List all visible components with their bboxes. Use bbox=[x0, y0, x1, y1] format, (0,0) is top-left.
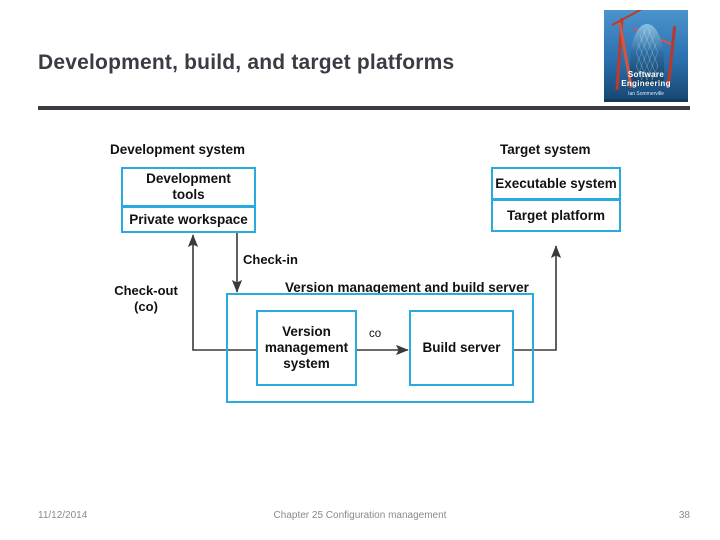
edge-label-check-in: Check-in bbox=[243, 252, 298, 267]
node-build-server[interactable]: Build server bbox=[409, 310, 514, 386]
node-development-tools[interactable]: Development tools bbox=[121, 167, 256, 207]
footer-chapter: Chapter 25 Configuration management bbox=[273, 510, 447, 521]
node-executable-system[interactable]: Executable system bbox=[491, 167, 621, 200]
title-divider bbox=[38, 106, 690, 110]
group-label-target-system: Target system bbox=[500, 142, 591, 157]
slide-footer: 11/12/2014 Chapter 25 Configuration mana… bbox=[0, 510, 720, 526]
node-private-workspace[interactable]: Private workspace bbox=[121, 206, 256, 233]
node-version-management-system-label: Version management system bbox=[264, 324, 349, 371]
edge-label-check-out: Check-out (co) bbox=[114, 283, 178, 314]
diagram-canvas: Development system Target system Version… bbox=[0, 120, 720, 420]
logo-title: Software Engineering bbox=[621, 70, 671, 88]
footer-page-number: 38 bbox=[678, 510, 690, 521]
footer-date: 11/12/2014 bbox=[38, 510, 88, 521]
edge-build-to-target bbox=[514, 245, 562, 351]
group-label-version-management-and-build-server: Version management and build server bbox=[285, 280, 529, 295]
node-build-server-label: Build server bbox=[422, 340, 501, 355]
group-label-development-system: Development system bbox=[110, 142, 246, 157]
building-icon bbox=[630, 24, 664, 86]
node-target-platform[interactable]: Target platform bbox=[491, 199, 621, 232]
node-development-tools-label: Development tools bbox=[146, 171, 231, 202]
logo-bottom-bar bbox=[604, 99, 688, 102]
diagram-connectors bbox=[187, 232, 562, 356]
book-cover-logo: Software Engineering Ian Sommerville bbox=[604, 10, 688, 102]
page-title: Development, build, and target platforms bbox=[38, 51, 455, 74]
node-private-workspace-label: Private workspace bbox=[129, 211, 248, 227]
edge-check-out bbox=[187, 234, 256, 351]
container-version-management-and-build-server bbox=[226, 293, 534, 403]
edge-label-co: co bbox=[369, 328, 382, 340]
node-target-platform-label: Target platform bbox=[506, 207, 605, 223]
node-version-management-system[interactable]: Version management system bbox=[256, 310, 357, 386]
logo-author: Ian Sommerville bbox=[628, 91, 664, 97]
node-executable-system-label: Executable system bbox=[495, 175, 617, 191]
